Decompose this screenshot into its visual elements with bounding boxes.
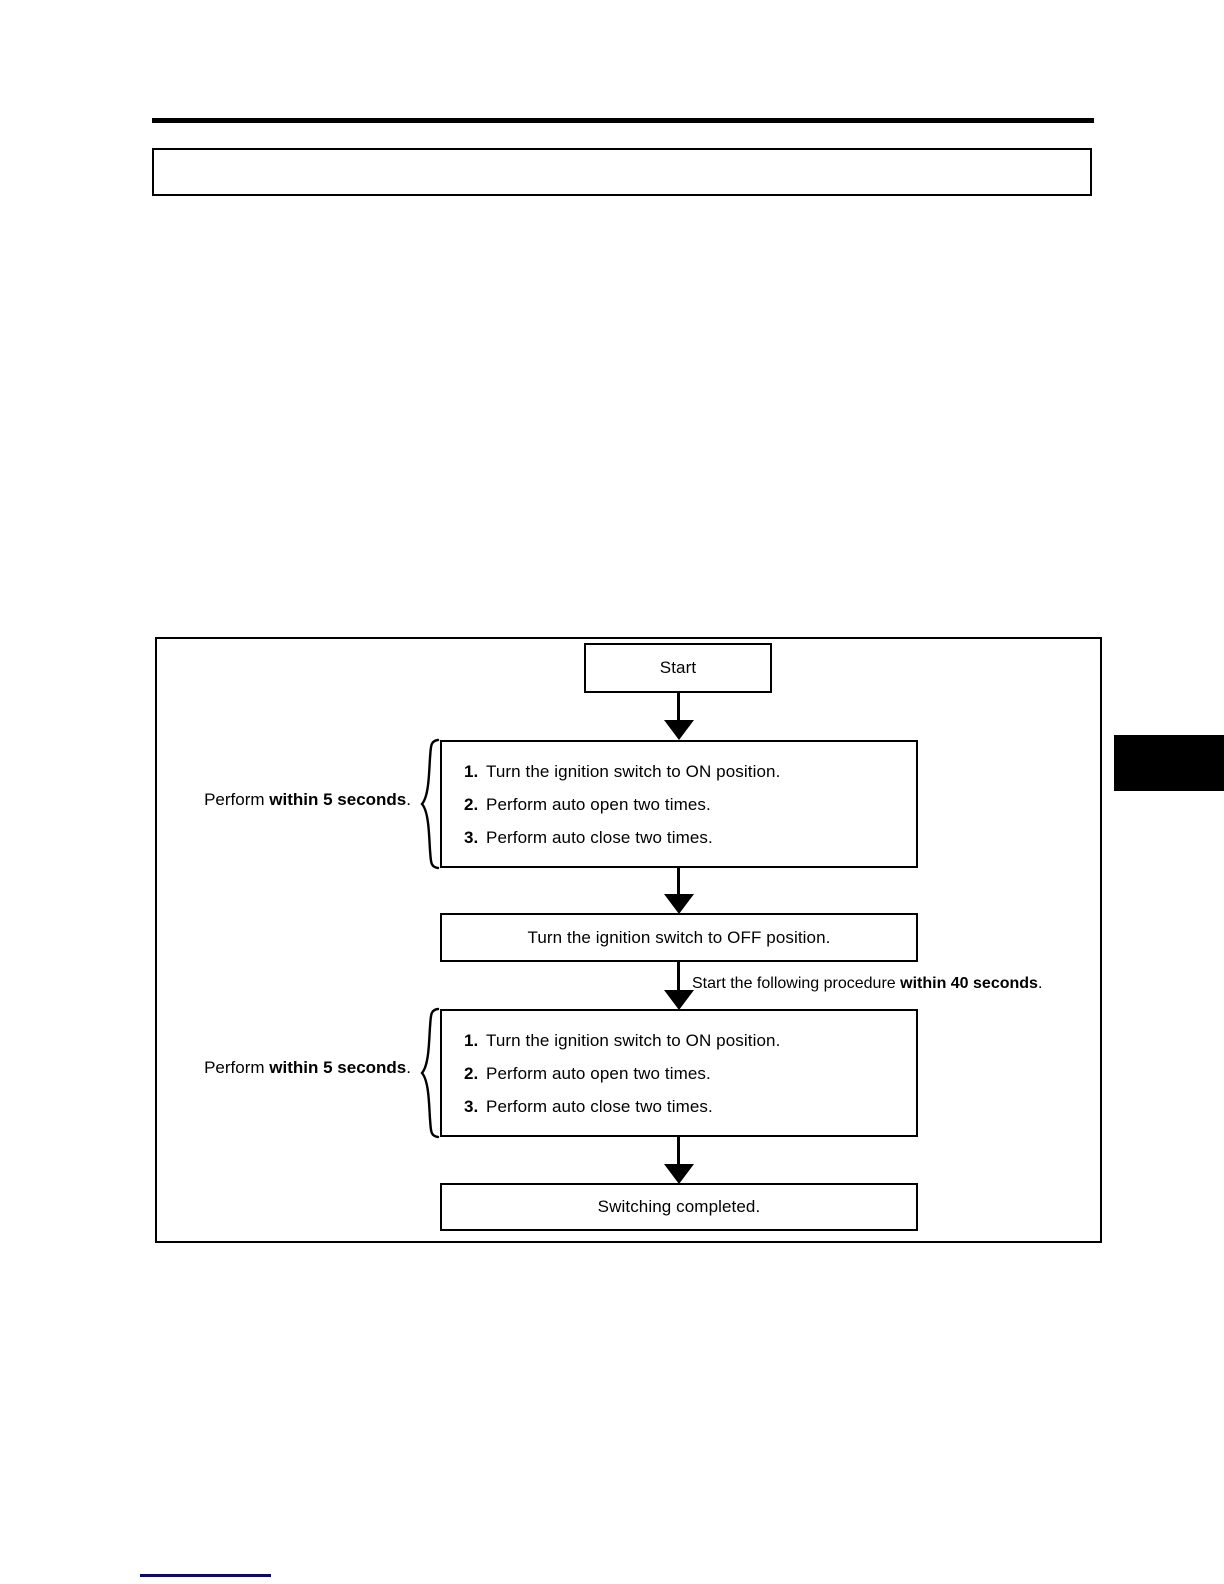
step-number: 1. [464, 761, 479, 781]
timing-label-block-2: Perform within 5 seconds. [196, 1058, 411, 1078]
header-title-box [152, 148, 1092, 196]
timing-note-prefix: Start the following procedure [692, 975, 901, 992]
connector-block1-to-ignition-off [677, 868, 680, 896]
section-thumb-index-tab [1114, 735, 1224, 791]
flow-node-ignition-off: Turn the ignition switch to OFF position… [440, 913, 918, 962]
step-number: 3. [464, 827, 479, 847]
timing-note-emphasis: within 40 seconds [900, 975, 1038, 992]
step-text: Perform auto open two times. [486, 1063, 711, 1083]
curly-brace-icon [420, 1007, 440, 1139]
timing-label-prefix: Perform [204, 790, 270, 809]
arrowhead-ignition-off-to-block2 [664, 990, 694, 1010]
step-item: 2. Perform auto open two times. [464, 1065, 711, 1082]
step-item: 1. Turn the ignition switch to ON positi… [464, 1032, 780, 1049]
arrowhead-block1-to-ignition-off [664, 894, 694, 914]
step-number: 3. [464, 1096, 479, 1116]
flow-node-start-label: Start [659, 658, 697, 677]
step-number: 1. [464, 1030, 479, 1050]
flow-node-procedure-block-1: 1. Turn the ignition switch to ON positi… [440, 740, 918, 868]
timing-label-block-1: Perform within 5 seconds. [196, 790, 411, 810]
step-text: Turn the ignition switch to ON position. [486, 1030, 781, 1050]
step-text: Perform auto close two times. [486, 827, 713, 847]
timing-label-emphasis: within 5 seconds [269, 790, 407, 809]
footer-rule [140, 1574, 271, 1577]
timing-label-suffix: . [406, 1058, 411, 1077]
flow-node-ignition-off-label: Turn the ignition switch to OFF position… [527, 927, 831, 947]
timing-note-suffix: . [1037, 975, 1043, 992]
step-item: 1. Turn the ignition switch to ON positi… [464, 763, 780, 780]
flow-node-completed-label: Switching completed. [597, 1197, 761, 1216]
flow-node-switching-completed: Switching completed. [440, 1183, 918, 1231]
step-number: 2. [464, 794, 479, 814]
step-text: Perform auto close two times. [486, 1096, 713, 1116]
connector-ignition-off-to-block2 [677, 962, 680, 992]
step-item: 2. Perform auto open two times. [464, 796, 711, 813]
step-text: Turn the ignition switch to ON position. [486, 761, 781, 781]
connector-block2-to-completed [677, 1137, 680, 1167]
step-number: 2. [464, 1063, 479, 1083]
step-text: Perform auto open two times. [486, 794, 711, 814]
flow-node-start: Start [584, 643, 772, 693]
step-item: 3. Perform auto close two times. [464, 1098, 713, 1115]
timing-note-40-seconds: Start the following procedure within 40 … [692, 975, 1042, 993]
timing-label-suffix: . [406, 790, 411, 809]
step-item: 3. Perform auto close two times. [464, 829, 713, 846]
timing-label-emphasis: within 5 seconds [269, 1058, 407, 1077]
arrowhead-block2-to-completed [664, 1164, 694, 1184]
flow-node-procedure-block-2: 1. Turn the ignition switch to ON positi… [440, 1009, 918, 1137]
header-rule [152, 118, 1094, 123]
timing-label-prefix: Perform [204, 1058, 270, 1077]
connector-start-to-block1 [677, 693, 680, 723]
curly-brace-icon [420, 738, 440, 870]
arrowhead-start-to-block1 [664, 720, 694, 740]
